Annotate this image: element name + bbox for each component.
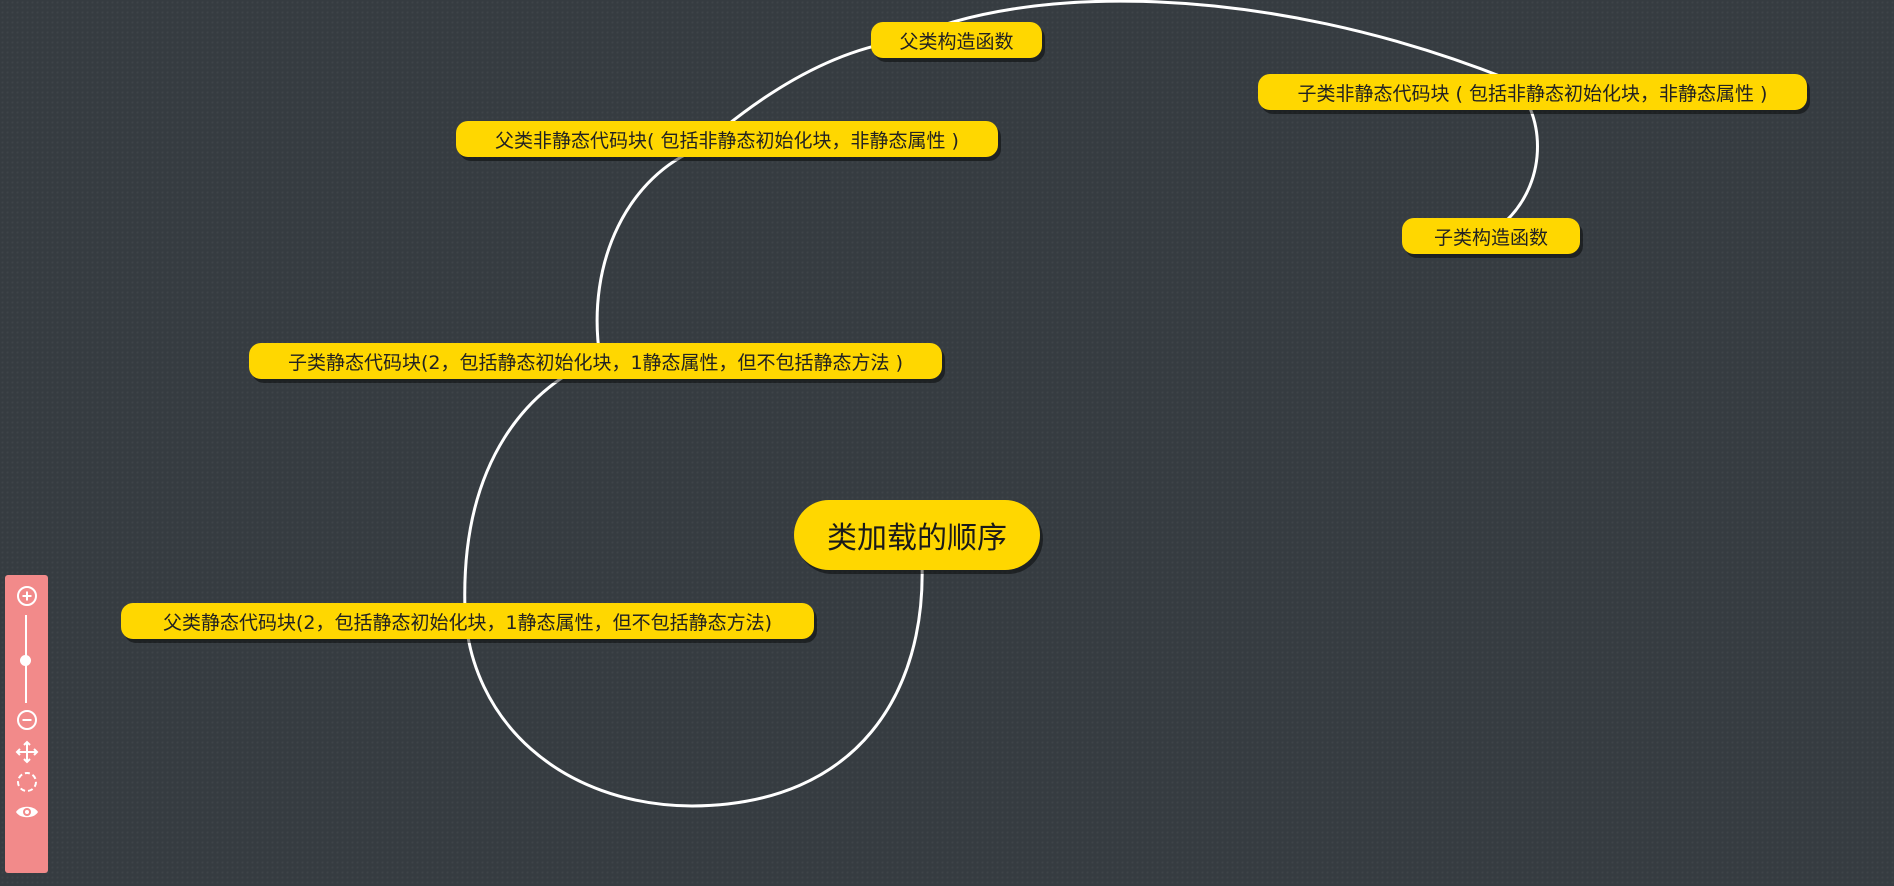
- node-parent-nonstatic[interactable]: 父类非静态代码块( 包括非静态初始化块，非静态属性 ): [456, 121, 998, 157]
- zoom-in-button[interactable]: [13, 582, 40, 609]
- zoom-slider-handle[interactable]: [20, 655, 31, 666]
- node-child-constructor[interactable]: 子类构造函数: [1402, 218, 1580, 254]
- root-node[interactable]: 类加载的顺序: [794, 500, 1040, 570]
- node-parent-static[interactable]: 父类静态代码块(2，包括静态初始化块，1静态属性，但不包括静态方法): [121, 603, 814, 639]
- locate-button[interactable]: [13, 768, 40, 795]
- move-button[interactable]: [13, 738, 40, 765]
- locate-icon: [16, 771, 37, 792]
- zoom-out-button[interactable]: [13, 706, 40, 733]
- zoom-toolbar: [5, 575, 48, 873]
- preview-button[interactable]: [13, 798, 40, 825]
- connector-line: [463, 0, 1539, 808]
- node-child-nonstatic[interactable]: 子类非静态代码块 ( 包括非静态初始化块，非静态属性 ): [1258, 74, 1807, 110]
- zoom-in-icon: [16, 585, 37, 606]
- node-child-static[interactable]: 子类静态代码块(2，包括静态初始化块，1静态属性，但不包括静态方法 ): [249, 343, 942, 379]
- node-parent-constructor[interactable]: 父类构造函数: [871, 22, 1042, 58]
- preview-eye-icon: [15, 806, 38, 817]
- zoom-out-icon: [16, 709, 37, 730]
- move-icon: [15, 740, 38, 763]
